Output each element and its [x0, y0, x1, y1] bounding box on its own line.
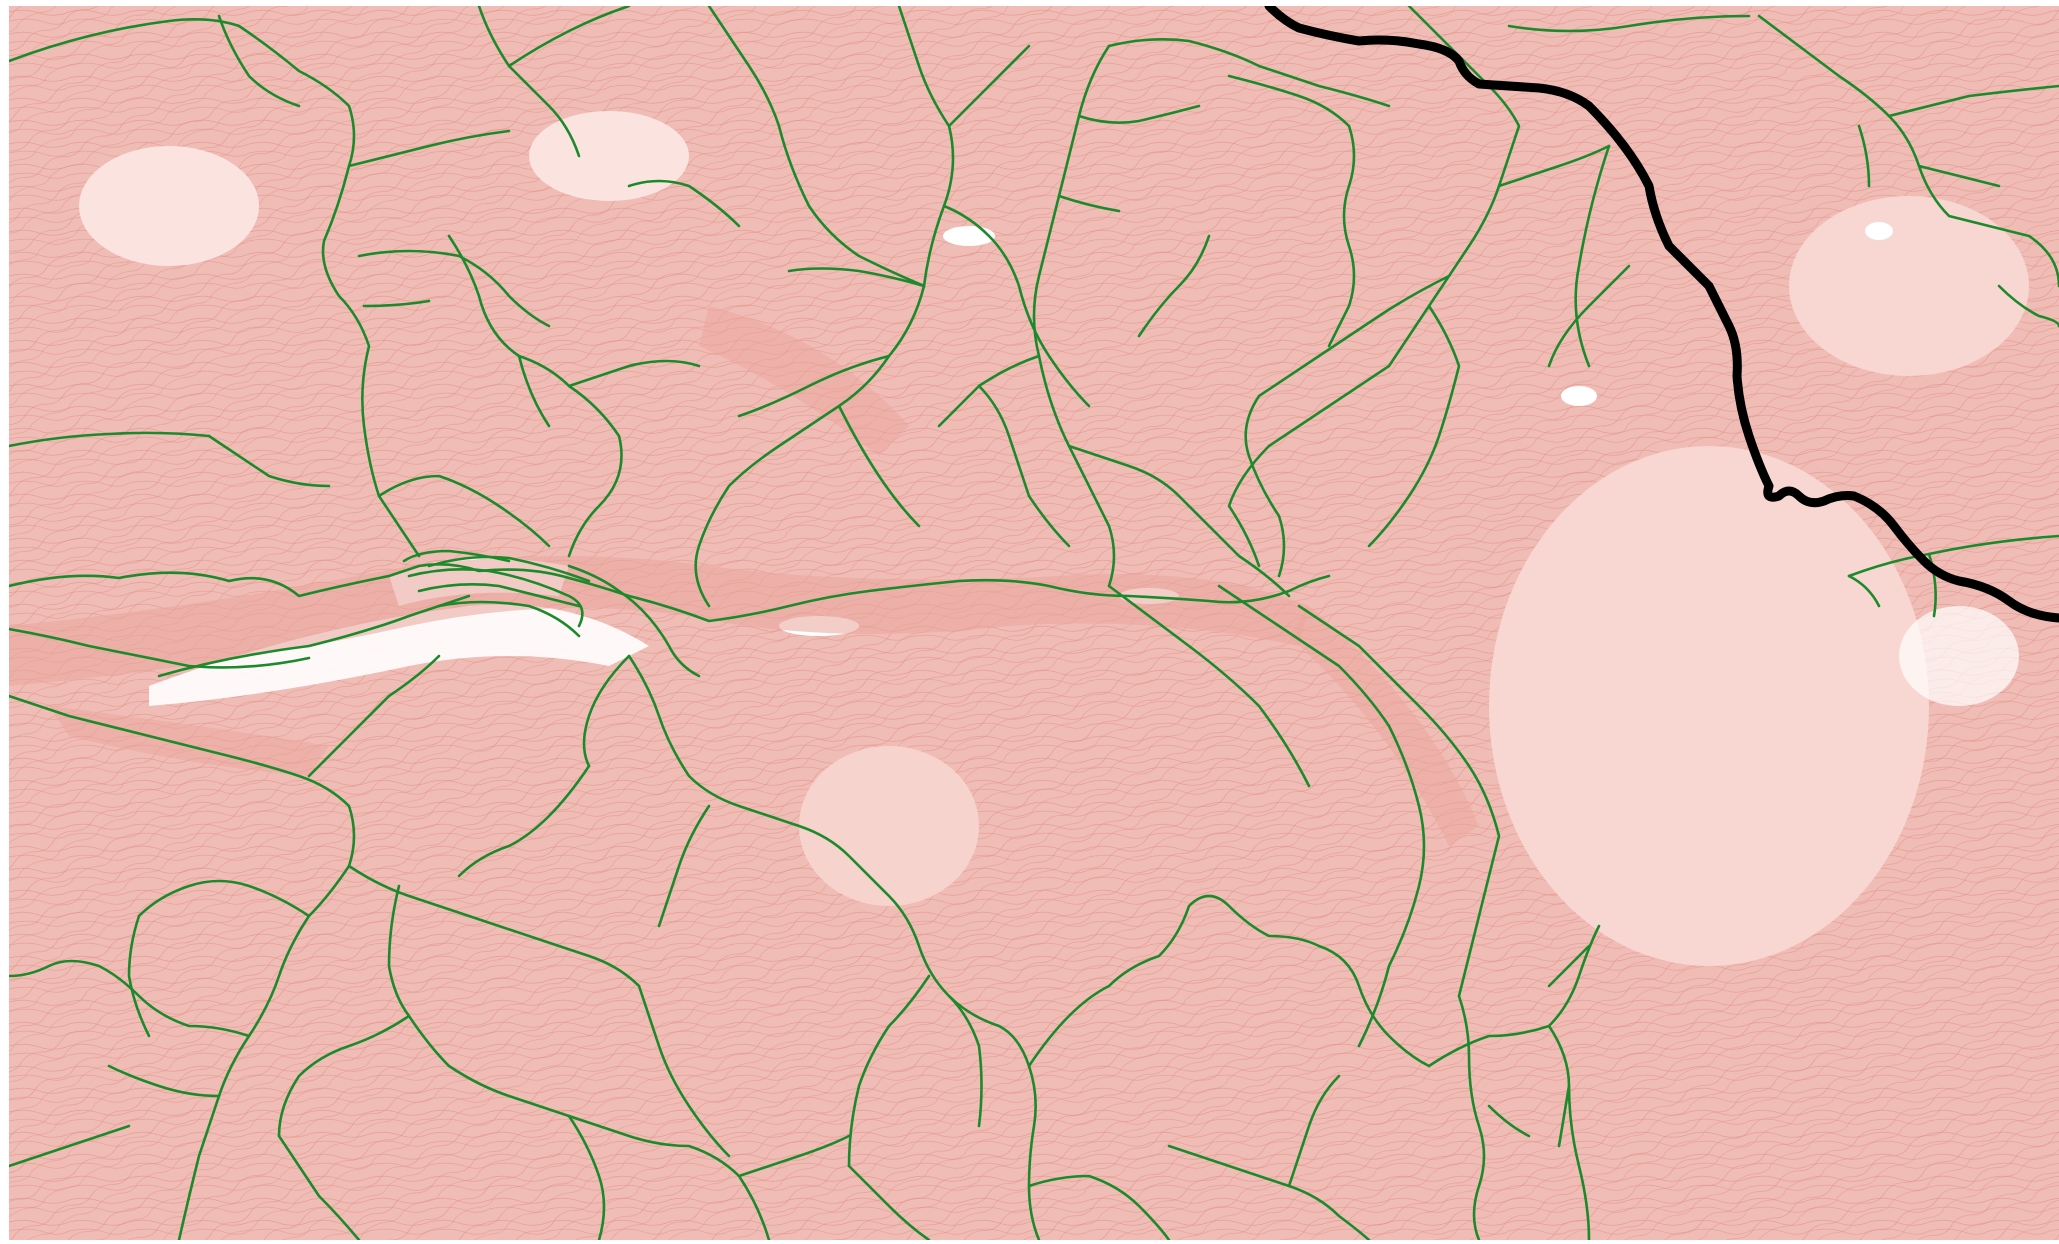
stream-main-river[interactable] [9, 563, 1331, 623]
map-canvas[interactable] [9, 6, 2059, 1240]
stream-network[interactable] [9, 6, 2059, 1240]
topographic-map[interactable] [9, 6, 2059, 1240]
boundary-line[interactable] [1264, 6, 2059, 623]
